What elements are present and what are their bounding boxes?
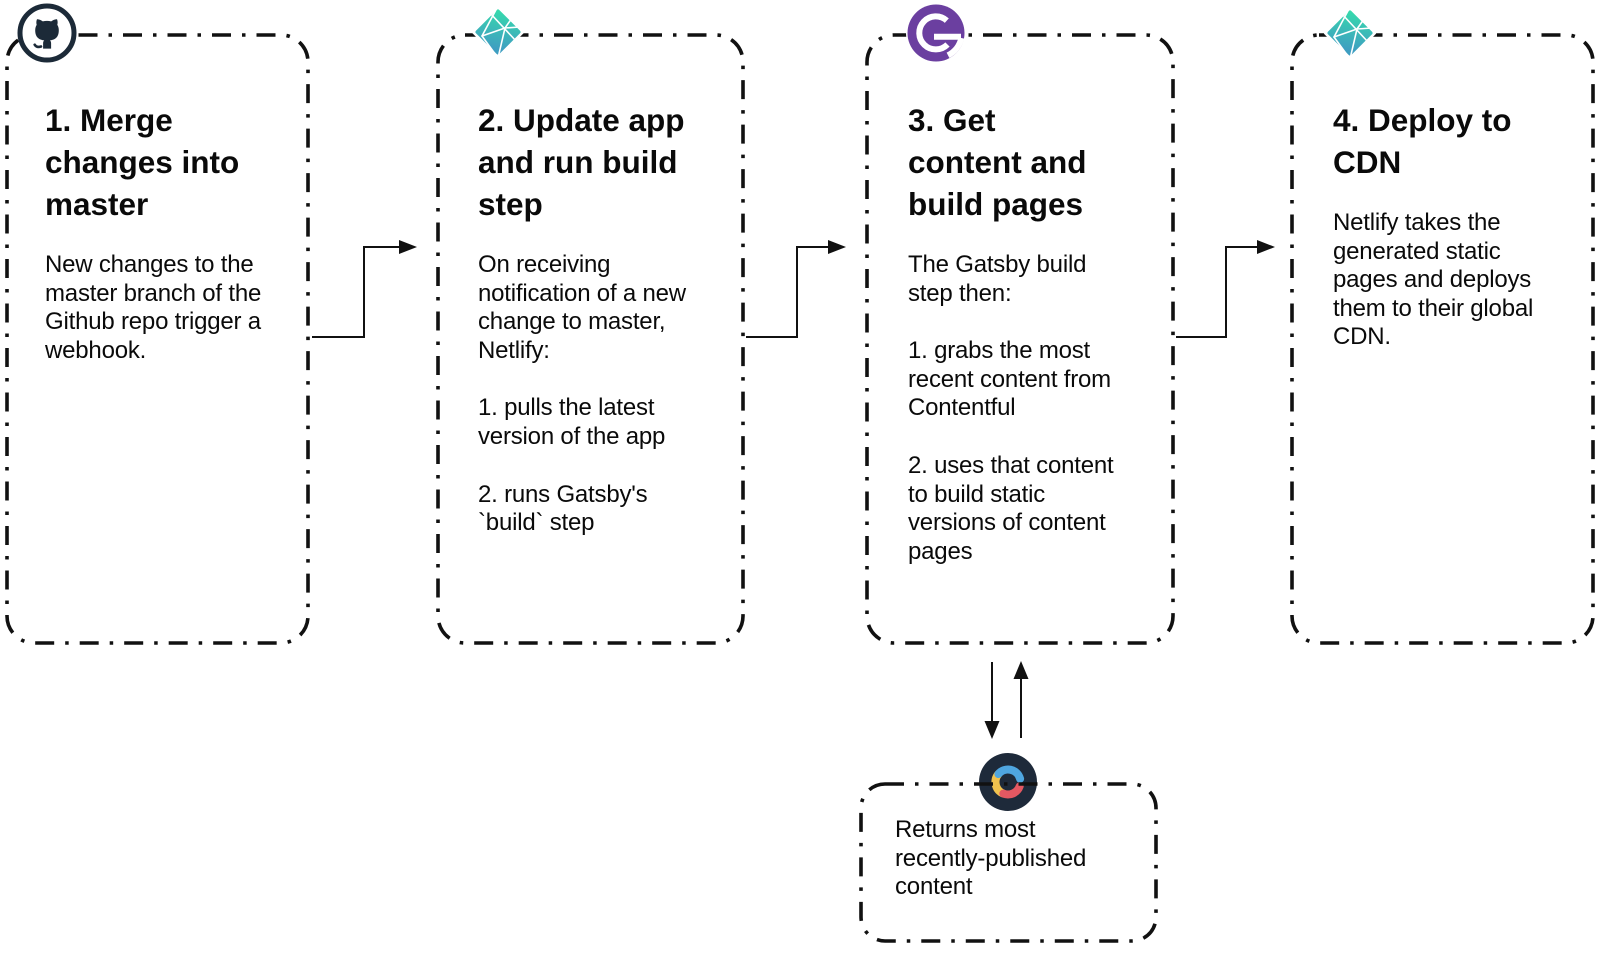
netlify-icon [1320,3,1380,63]
step-title: 2. Update app and run build step [478,102,685,222]
step-title: 1. Merge changes into master [45,102,240,222]
step-paragraph: The Gatsby build step then: [908,251,1087,307]
dashed-border [5,33,310,645]
contentful-icon [978,752,1038,812]
data-source-box-contentful: Returns most recently-published content [859,782,1158,943]
step-paragraph: 2. uses that content to build static ver… [908,451,1114,565]
step-title: 4. Deploy to CDN [1333,102,1512,180]
step-box-merge-master: 1. Merge changes into master New changes… [5,33,310,645]
arrow-step1-to-step2 [312,246,400,338]
step-paragraph: Netlify takes the generated static pages… [1333,209,1534,351]
dashed-border [859,782,1158,943]
arrowhead-down [984,721,1000,739]
step-paragraph: On receiving notification of a new chang… [478,251,686,364]
step-title: 3. Get content and build pages [908,102,1087,222]
arrow-step3-to-step4 [1176,246,1258,338]
data-source-paragraph: Returns most recently-published content [895,816,1087,901]
arrowhead-right [399,240,417,254]
step-box-update-app: 2. Update app and run build step On rece… [436,33,745,645]
step-paragraph: New changes to the master branch of the … [45,251,262,364]
step-box-deploy-cdn: 4. Deploy to CDN Netlify takes the gener… [1290,33,1595,645]
github-icon [17,3,77,63]
step-paragraph: 1. grabs the most recent content from Co… [908,337,1111,422]
arrowhead-up [1013,661,1029,679]
arrow-step2-to-step3 [746,246,829,338]
arrowhead-right [828,240,846,254]
netlify-icon [468,2,528,62]
step-paragraph: 1. pulls the latest version of the app [478,394,666,450]
step-paragraph: 2. runs Gatsby's `build` step [478,480,648,537]
dashed-border [1290,33,1595,645]
arrowhead-right [1257,240,1275,254]
gatsby-icon [906,3,966,63]
step-box-build-pages: 3. Get content and build pages The Gatsb… [865,33,1175,645]
